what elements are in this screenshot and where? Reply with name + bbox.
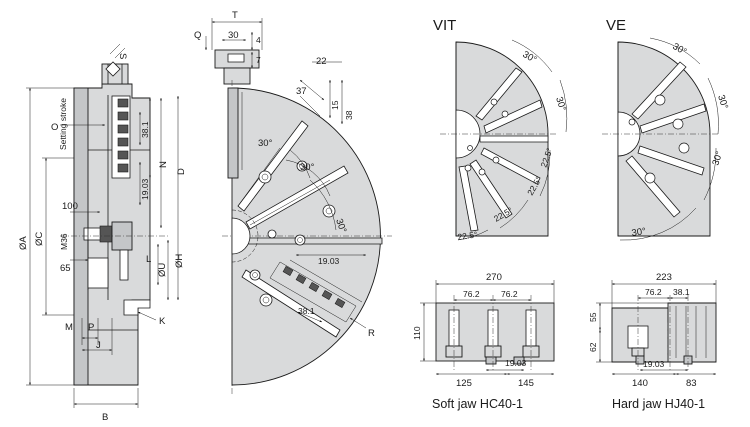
label-30-a: 30° [258,138,273,149]
vit-angle-22-5-d: 22.5° [457,229,478,242]
label-15: 15 [330,100,340,110]
hard-jaw-83: 83 [686,378,697,389]
title-vit: VIT [433,17,456,34]
label-l: L [146,254,151,265]
label-s: S [117,53,128,59]
label-30: 30 [228,30,239,41]
vit-view: VIT 30° 30° 22.5° 22.5° 22.5° 22.5° [433,17,568,242]
top-jaw-detail: T Q 30 4 7 [194,10,263,85]
soft-jaw-270: 270 [486,272,502,283]
hard-jaw-38-1: 38.1 [673,287,690,297]
side-view-labels: S O Setting stroke 38.1 19.03 N D ØA ØC … [18,53,187,423]
label-100: 100 [62,201,78,212]
label-7: 7 [256,55,261,65]
label-setting-stroke: Setting stroke [58,98,68,150]
hard-jaw-140: 140 [632,378,648,389]
label-19-03: 19.03 [140,178,150,200]
label-19-03-front: 19.03 [318,256,340,266]
label-o: O [51,122,58,133]
hard-jaw-223: 223 [656,272,672,283]
label-d: D [176,168,187,175]
soft-jaw-19-03: 19.03 [505,358,527,368]
hard-jaw-76-2: 76.2 [645,287,662,297]
vit-angle-30-top: 30° [521,49,539,66]
ve-angle-30-bottom: 30° [631,226,647,239]
label-4: 4 [256,35,261,45]
caption-soft-jaw: Soft jaw HC40-1 [432,397,523,411]
half-front-view: 22 37 15 38 30° 30° 30° 19.03 38.1 R [222,56,392,395]
label-k: K [159,316,166,327]
label-m36: M36 [59,233,69,250]
label-37: 37 [296,86,307,97]
hard-jaw-drawing: 223 76.2 38.1 55 62 19.03 140 83 Hard ja… [588,272,717,411]
ve-angle-30-right: 30° [715,94,730,111]
ve-view: VE 30° 30° 30° 30° [602,17,730,241]
soft-jaw-76-2-b: 76.2 [501,289,518,299]
label-30-b: 30° [300,162,315,173]
label-30-c: 30° [333,217,348,234]
label-38-1-front: 38.1 [298,306,315,316]
label-m: M [65,322,73,333]
label-phi-u: ØU [157,263,168,277]
label-r: R [368,328,375,339]
soft-jaw-76-2-a: 76.2 [463,289,480,299]
label-phi-h: ØH [174,254,185,268]
ve-angle-30-top: 30° [671,41,689,58]
label-q: Q [194,30,201,41]
soft-jaw-drawing: 270 76.2 76.2 110 19.03 125 145 Soft jaw… [412,272,555,411]
vit-angle-30-right: 30° [553,96,568,113]
hard-jaw-62: 62 [588,342,598,352]
label-38: 38 [344,110,354,120]
hard-jaw-19-03: 19.03 [643,359,665,369]
label-22: 22 [316,56,327,67]
label-j: J [96,340,101,351]
label-p: P [88,322,94,333]
soft-jaw-145: 145 [518,378,534,389]
title-ve: VE [606,17,626,34]
soft-jaw-110: 110 [412,326,422,340]
label-phi-a: ØA [18,236,29,250]
soft-jaw-125: 125 [456,378,472,389]
label-phi-c: ØC [34,232,45,246]
label-b: B [102,412,108,423]
hard-jaw-55: 55 [588,312,598,322]
label-65: 65 [60,263,71,274]
caption-hard-jaw: Hard jaw HJ40-1 [612,397,705,411]
label-38-1: 38.1 [140,121,150,138]
label-t: T [232,10,238,21]
ve-angle-30-low: 30° [710,150,725,167]
label-n: N [158,161,169,168]
side-section-view [26,43,179,408]
